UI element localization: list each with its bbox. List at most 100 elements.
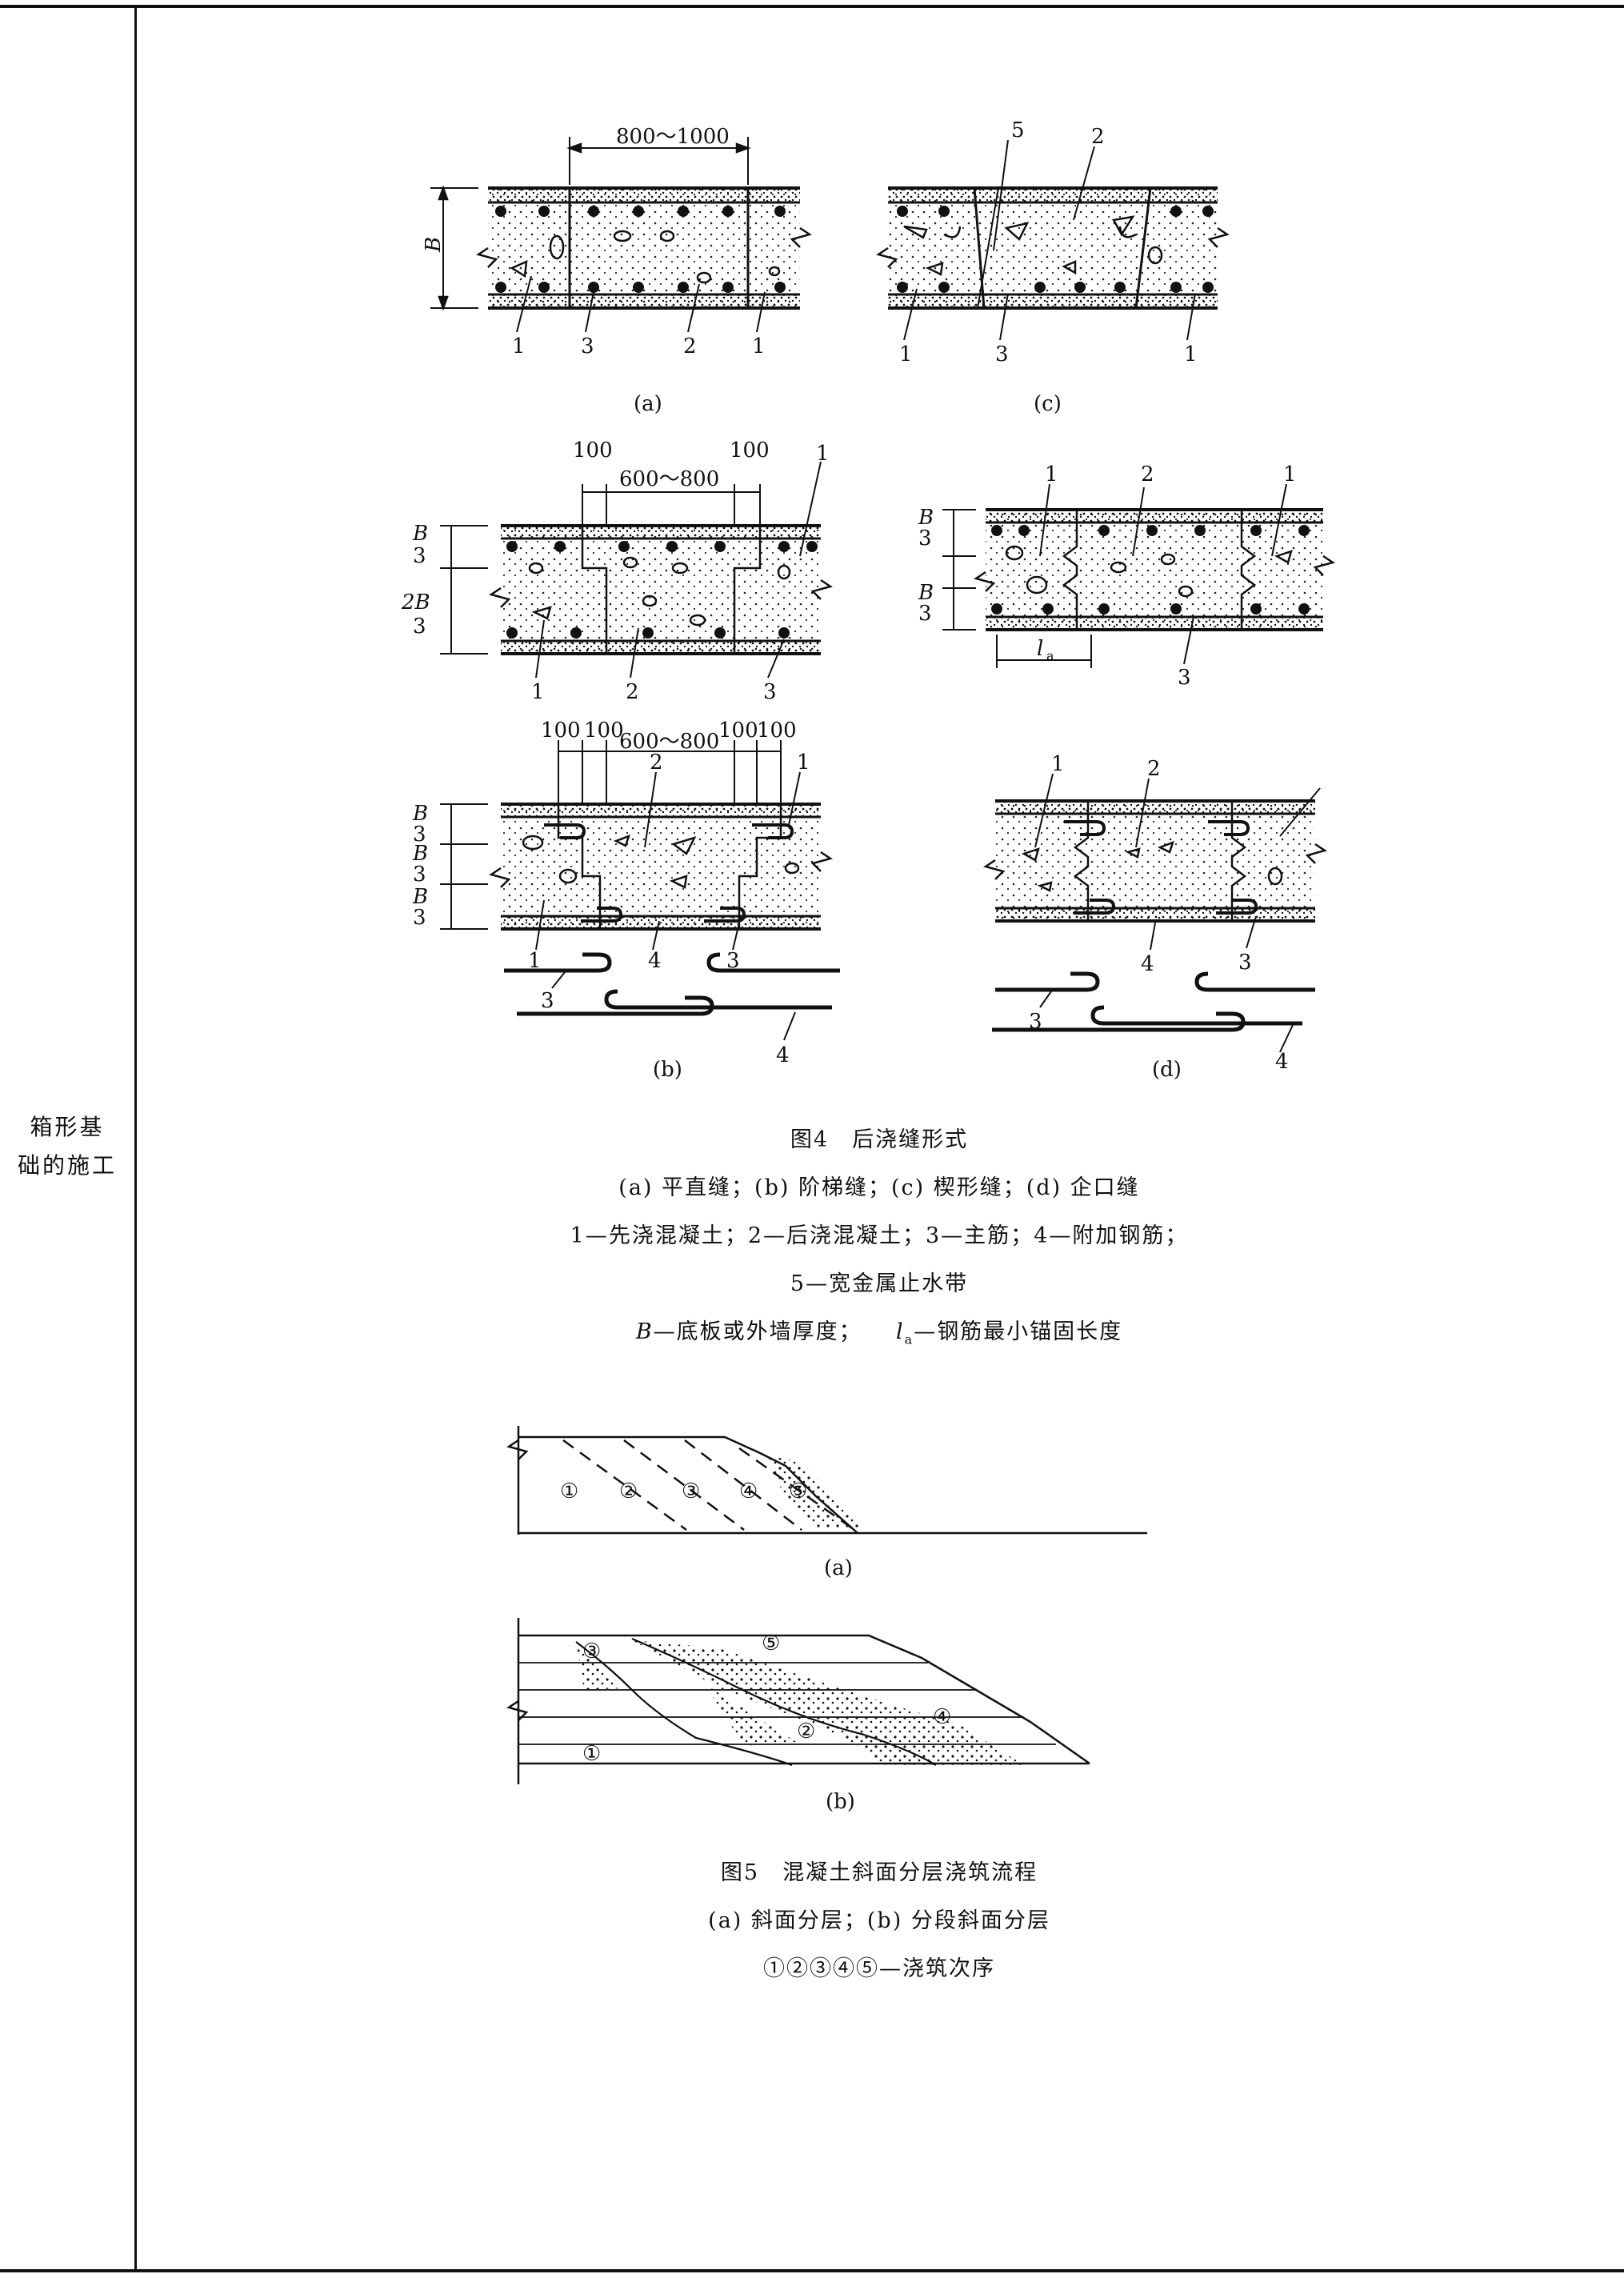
- panel-d-frac-num-2: B: [918, 581, 934, 605]
- panel-b-frac-den-1: 3: [413, 544, 426, 568]
- fig5-caption-title: 图5 混凝土斜面分层浇筑流程: [720, 1860, 1038, 1885]
- panel-b2-callout-3b: 3: [541, 989, 554, 1013]
- panel-a-label: (a): [634, 392, 662, 416]
- panel-d-lower: [983, 773, 1327, 1053]
- panel-a-callout-3: 3: [581, 334, 594, 358]
- fig5-b-label: (b): [826, 1790, 855, 1814]
- panel-c-callout-3: 3: [995, 342, 1009, 366]
- panel-d2-callout-4: 4: [1141, 952, 1154, 976]
- panel-d-label: (d): [1152, 1058, 1182, 1082]
- panel-b2-dim-100c: 100: [718, 719, 758, 743]
- panel-b2-callout-2: 2: [650, 751, 663, 775]
- panel-c-callout-1: 1: [899, 342, 913, 366]
- panel-b-dim-100a: 100: [573, 438, 613, 462]
- panel-d-frac-den-1: 3: [918, 526, 932, 550]
- panel-d2-callout-4b: 4: [1275, 1050, 1289, 1074]
- panel-c-label: (c): [1034, 392, 1062, 416]
- panel-c: [876, 139, 1230, 341]
- fig5-b-seq-3: ③: [582, 1639, 601, 1663]
- panel-d2-callout-2: 2: [1147, 757, 1161, 781]
- panel-d-callout-2: 2: [1141, 462, 1154, 486]
- fig5-panel-a: [506, 1426, 1147, 1535]
- fig5-a-seq-5: ⑤: [789, 1479, 807, 1503]
- fig5-a-seq-1: ①: [560, 1479, 578, 1503]
- side-heading-line1: 箱形基: [30, 1114, 105, 1140]
- panel-d-frac-num-1: B: [918, 506, 934, 530]
- panel-d-callout-3: 3: [1178, 666, 1191, 690]
- panel-a-B: B: [422, 237, 446, 253]
- panel-b2-dim-600: 600～800: [619, 730, 719, 754]
- panel-b2-callout-1: 1: [797, 751, 810, 775]
- panel-b2-callout-1b: 1: [528, 949, 542, 973]
- fig5-caption-line2: ①②③④⑤—浇筑次序: [763, 1956, 995, 1981]
- panel-d2-callout-3: 3: [1238, 951, 1252, 975]
- panel-d-frac-den-2: 3: [918, 602, 932, 626]
- panel-c-callout-5: 5: [1011, 118, 1025, 142]
- panel-a-callout-1: 1: [512, 334, 526, 358]
- panel-b2-dim-100d: 100: [757, 719, 797, 743]
- panel-b-label: (b): [653, 1058, 682, 1082]
- fig5-a-label: (a): [824, 1556, 853, 1580]
- panel-b-dim-100b: 100: [730, 438, 770, 462]
- fig5-b-seq-1: ①: [582, 1742, 601, 1766]
- fig5-caption-line1: (a) 斜面分层；(b) 分段斜面分层: [708, 1908, 1050, 1933]
- panel-b-callout-1b: 1: [531, 680, 545, 704]
- fig5-a-seq-3: ③: [682, 1479, 700, 1503]
- fig5-b-seq-5: ⑤: [762, 1631, 780, 1655]
- panel-b2-dim-100a: 100: [541, 719, 581, 743]
- panel-b-callout-3: 3: [763, 680, 777, 704]
- fig5-panel-b: [506, 1618, 1090, 1784]
- panel-b2-frac-den-3: 3: [413, 906, 426, 930]
- fig4-caption-title: 图4 后浇缝形式: [790, 1127, 969, 1152]
- panel-d-upper: [942, 483, 1335, 668]
- side-heading-line2: 础的施工: [17, 1152, 117, 1179]
- column-divider: [134, 5, 137, 2272]
- panel-d2-callout-1: 1: [1051, 752, 1065, 776]
- fig4-caption-B-def: —底板或外墙厚度；: [653, 1319, 862, 1344]
- panel-b-callout-1: 1: [816, 442, 830, 466]
- fig4-caption-l: l: [896, 1319, 905, 1344]
- panel-b2-callout-4: 4: [648, 949, 662, 973]
- panel-d-callout-1b: 1: [1283, 462, 1297, 486]
- panel-a-callout-1b: 1: [752, 334, 766, 358]
- panel-b2-frac-num-1: B: [412, 802, 428, 826]
- fig4-caption-line1: (a) 平直缝；(b) 阶梯缝；(c) 楔形缝；(d) 企口缝: [618, 1175, 1140, 1200]
- panel-d2-callout-3b: 3: [1029, 1010, 1042, 1034]
- fig5-b-seq-4: ④: [933, 1705, 951, 1729]
- panel-b2-frac-num-3: B: [412, 885, 428, 909]
- panel-b-upper: [440, 461, 833, 679]
- fig5-a-seq-2: ②: [619, 1479, 638, 1503]
- fig4-caption-line2: 1—先浇混凝土；2—后浇混凝土；3—主筋；4—附加钢筋；: [570, 1223, 1189, 1248]
- panel-b2-frac-den-2: 3: [413, 863, 426, 887]
- panel-b2-frac-den-1: 3: [413, 823, 426, 847]
- panel-d-la-sub: a: [1046, 648, 1054, 663]
- panel-b-lower: [440, 740, 840, 1041]
- figure-4-diagrams: 800～1000 B 1 3 2 1 (a) 5 2 1 3 1 (c) 100…: [401, 118, 1335, 1082]
- panel-c-callout-2: 2: [1091, 125, 1105, 149]
- panel-a-callout-2: 2: [683, 334, 697, 358]
- fig4-caption-l-def: —钢筋最小锚固长度: [914, 1319, 1123, 1344]
- panel-c-callout-1b: 1: [1184, 342, 1198, 366]
- figure-5-diagrams: ① ② ③ ④ ⑤ (a) ③ ⑤ ① ② ④ (b): [506, 1426, 1147, 1814]
- panel-b-frac-den-2: 3: [413, 615, 426, 639]
- panel-b2-frac-num-2: B: [412, 842, 428, 866]
- side-heading: 箱形基 础的施工: [0, 1108, 134, 1185]
- fig5-b-seq-2: ②: [797, 1720, 815, 1744]
- panel-d-callout-1: 1: [1045, 462, 1058, 486]
- panel-b-frac-num-1: B: [412, 522, 428, 546]
- panel-b2-callout-4b: 4: [776, 1043, 790, 1067]
- panel-b-frac-num-2: 2B: [401, 591, 430, 615]
- fig4-caption-line3: 5—宽金属止水带: [790, 1271, 969, 1296]
- panel-a-dim: 800～1000: [616, 125, 730, 149]
- fig5-a-seq-4: ④: [739, 1479, 758, 1503]
- panel-b-callout-2: 2: [626, 680, 639, 704]
- panel-b-dim-600: 600～800: [619, 467, 719, 491]
- fig4-caption-l-sub: a: [904, 1331, 914, 1347]
- fig4-caption-B: B: [635, 1319, 654, 1344]
- panel-b2-dim-100b: 100: [584, 719, 624, 743]
- top-rule: [0, 5, 1624, 8]
- panel-d-la: l: [1037, 637, 1043, 661]
- panel-b2-callout-3: 3: [726, 949, 740, 973]
- bottom-rule: [0, 2269, 1624, 2272]
- panel-a: [430, 137, 812, 333]
